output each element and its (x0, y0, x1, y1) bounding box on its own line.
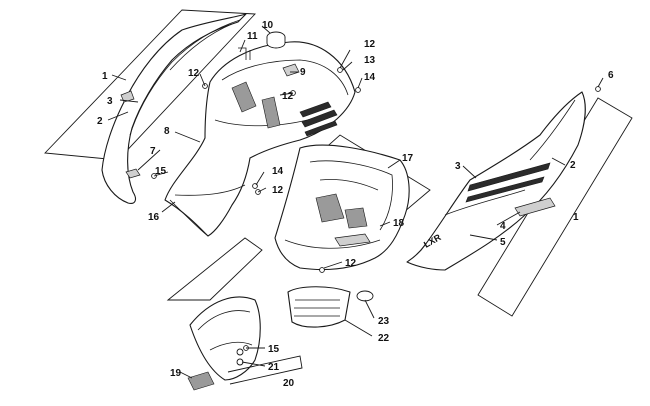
callout-6: 6 (608, 70, 614, 81)
air-duct-outline (287, 286, 351, 328)
leader-lines (107, 25, 604, 379)
callout-9: 9 (300, 67, 306, 78)
callout-22: 22 (378, 333, 390, 344)
callout-21: 21 (268, 362, 280, 373)
callout-15-left: 15 (155, 166, 167, 177)
callout-20: 20 (283, 378, 295, 389)
callout-14-hood: 14 (364, 72, 376, 83)
callout-12-console-left: 12 (272, 185, 284, 196)
right-side-panel: LXR (406, 91, 633, 317)
duct-ring (356, 290, 374, 302)
callout-18: 18 (393, 218, 405, 229)
callout-12-hood-center: 12 (282, 91, 294, 102)
callout-3-left: 3 (107, 96, 113, 107)
left-side-panel-outline (101, 13, 247, 204)
callout-7: 7 (150, 146, 156, 157)
callout-8: 8 (164, 126, 170, 137)
callout-11: 11 (247, 31, 258, 42)
callout-13: 13 (364, 55, 376, 66)
callout-4: 4 (500, 221, 506, 232)
callout-1-right: 1 (573, 212, 579, 223)
bumper-bracket (187, 371, 215, 391)
console-outline (274, 144, 410, 271)
callout-23: 23 (378, 316, 390, 327)
callout-14-console: 14 (272, 166, 284, 177)
callouts: 1 3 2 7 15 16 8 11 10 12 9 12 12 13 14 1… (97, 20, 614, 389)
lower-bumper (166, 237, 303, 391)
callout-12-console-bottom: 12 (345, 258, 357, 269)
callout-12-hood-right: 12 (364, 39, 376, 50)
callout-1-left: 1 (102, 71, 108, 82)
hood-outline (164, 41, 356, 237)
group-bracket-left-panel (44, 9, 256, 161)
callout-5: 5 (500, 237, 506, 248)
callout-10: 10 (262, 20, 274, 31)
callout-2-right: 2 (570, 160, 576, 171)
left-side-panel (44, 9, 256, 204)
hood-assembly (164, 31, 356, 237)
lower-bumper-outline (189, 296, 261, 381)
callout-2-left: 2 (97, 116, 103, 127)
left-reflector (125, 168, 141, 179)
air-duct (287, 286, 374, 328)
callout-17: 17 (402, 153, 414, 164)
console-assembly (274, 134, 431, 271)
callout-16: 16 (148, 212, 160, 223)
callout-12-hood-left: 12 (188, 68, 200, 79)
callout-3-right: 3 (455, 161, 461, 172)
callout-19: 19 (170, 368, 182, 379)
callout-15-bumper: 15 (268, 344, 280, 355)
group-bracket-bumper (166, 237, 263, 301)
